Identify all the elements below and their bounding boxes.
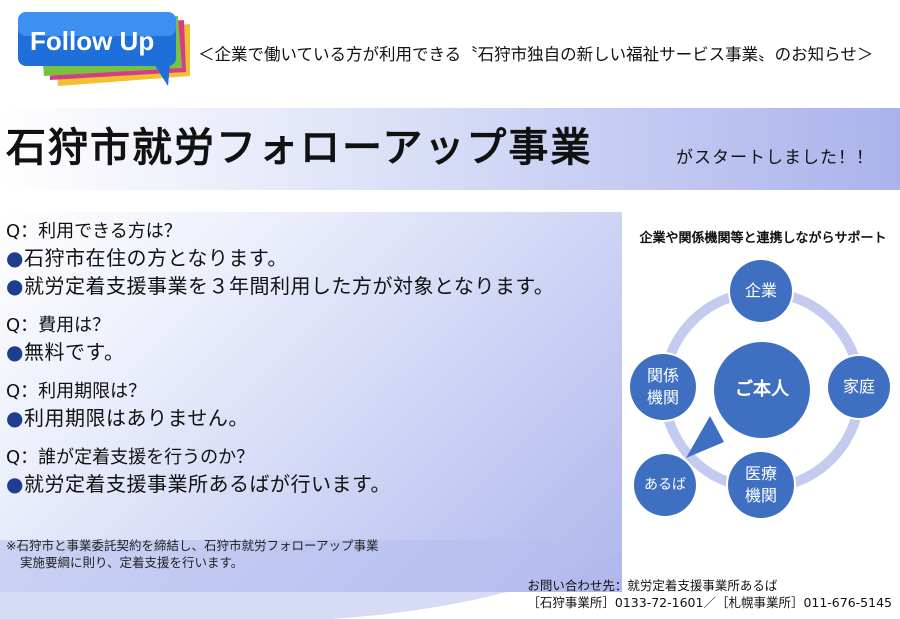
qa-question: Q：利用期限は？ <box>6 381 147 402</box>
bullet-icon: ● <box>6 246 24 270</box>
qa-answer: ●石狩市在住の方となります。 <box>6 246 288 270</box>
page-title: 石狩市就労フォローアップ事業 <box>6 125 593 171</box>
support-network-diagram: ご本人 企業 家庭 医療機関 あるば 関係機関 <box>624 252 900 534</box>
qa-item-provider: Q：誰が定着支援を行うのか？ ●就労定着支援事業所あるばが行います。 <box>6 446 618 498</box>
footnote-line-2: 実施要綱に則り、定着支援を行います。 <box>20 555 244 570</box>
page-subtitle: がスタートしました！！ <box>676 148 874 168</box>
diagram-node-company: 企業 <box>730 260 792 322</box>
qa-question: Q：費用は？ <box>6 315 111 336</box>
qa-item-period: Q：利用期限は？ ●利用期限はありません。 <box>6 380 618 432</box>
qa-answer: ●利用期限はありません。 <box>6 406 249 430</box>
header-note: ＜企業で働いている方が利用できる〝石狩市独自の新しい福祉サービス事業〟のお知らせ… <box>198 45 874 64</box>
diagram-node-aruba: あるば <box>634 454 696 516</box>
speech-bubble-logo-icon: Follow Up <box>18 12 190 86</box>
title-band <box>0 108 900 190</box>
diagram-node-center: ご本人 <box>714 342 810 438</box>
diagram-caption: 企業や関係機関等と連携しながらサポート <box>639 231 887 246</box>
follow-up-logo: Follow Up <box>14 6 194 90</box>
qa-question: Q：利用できる方は？ <box>6 221 182 242</box>
bullet-icon: ● <box>6 406 24 430</box>
bullet-icon: ● <box>6 340 24 364</box>
qa-item-cost: Q：費用は？ ●無料です。 <box>6 314 618 366</box>
qa-answer: ●就労定着支援事業を３年間利用した方が対象となります。 <box>6 274 555 298</box>
diagram-node-related-orgs: 関係機関 <box>630 354 696 420</box>
contact-line-1: お問い合わせ先：就労定着支援事業所あるば <box>527 578 778 593</box>
qa-answer: ●就労定着支援事業所あるばが行います。 <box>6 472 391 496</box>
contact-info: お問い合わせ先：就労定着支援事業所あるば ［石狩事業所］0133-72-1601… <box>527 577 892 611</box>
diagram-node-family: 家庭 <box>828 356 890 418</box>
qa-answer: ●無料です。 <box>6 340 125 364</box>
decorative-wave <box>0 540 900 619</box>
logo-text: Follow Up <box>30 26 154 56</box>
qa-item-eligibility: Q：利用できる方は？ ●石狩市在住の方となります。 ●就労定着支援事業を３年間利… <box>6 220 618 300</box>
bullet-icon: ● <box>6 274 24 298</box>
contact-line-2: ［石狩事業所］0133-72-1601／［札幌事業所］011-676-5145 <box>527 595 892 610</box>
qa-question: Q：誰が定着支援を行うのか？ <box>6 447 255 468</box>
footnote-line-1: ※石狩市と事業委託契約を締結し、石狩市就労フォローアップ事業 <box>6 538 379 553</box>
diagram-node-medical: 医療機関 <box>728 452 794 518</box>
qa-list: Q：利用できる方は？ ●石狩市在住の方となります。 ●就労定着支援事業を３年間利… <box>6 220 618 512</box>
bullet-icon: ● <box>6 472 24 496</box>
qa-panel-background <box>0 212 622 592</box>
footnote: ※石狩市と事業委託契約を締結し、石狩市就労フォローアップ事業 実施要綱に則り、定… <box>6 537 426 571</box>
